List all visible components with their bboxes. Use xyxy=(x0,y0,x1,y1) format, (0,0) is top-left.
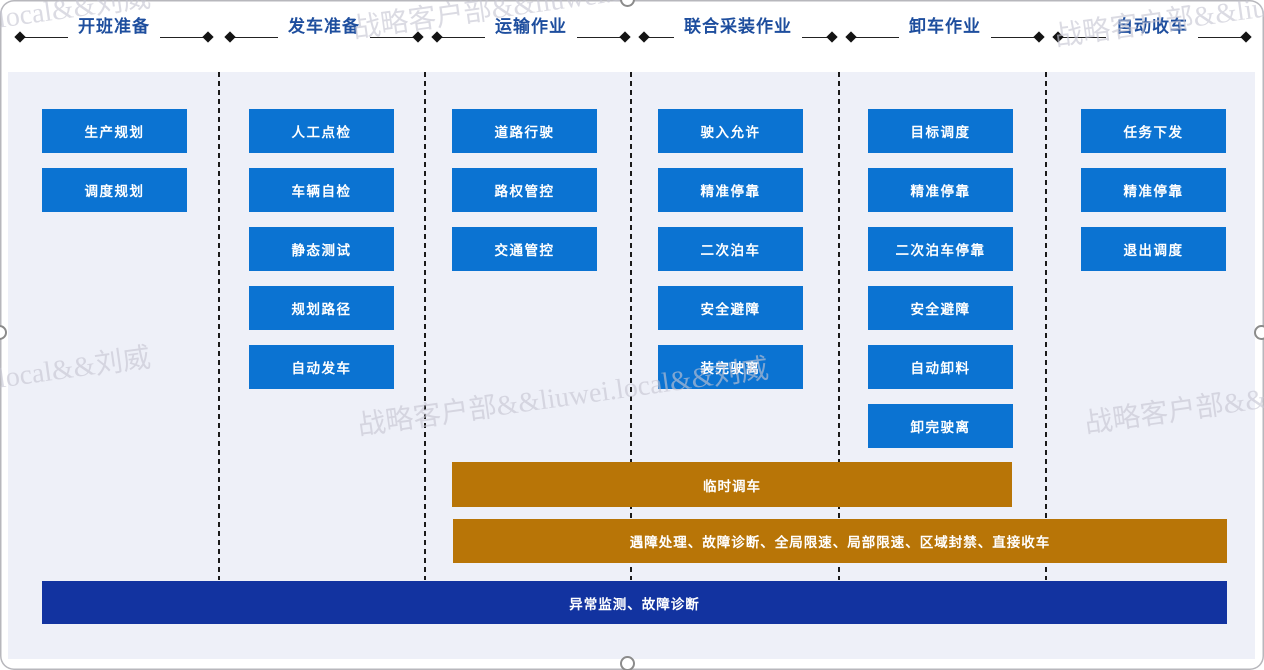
task-box[interactable]: 调度规划 xyxy=(42,168,187,212)
diamond-icon xyxy=(638,31,650,43)
phase-column-shift-prep: 生产规划 调度规划 xyxy=(42,109,187,227)
phase-title: 发车准备 xyxy=(288,16,360,36)
phase-title: 开班准备 xyxy=(78,16,150,36)
header-line xyxy=(577,36,621,38)
task-box[interactable]: 精准停靠 xyxy=(868,168,1013,212)
task-box[interactable]: 安全避障 xyxy=(868,286,1013,330)
resize-handle-bottom[interactable] xyxy=(620,656,635,670)
task-box[interactable]: 任务下发 xyxy=(1081,109,1226,153)
exception-handling-bar[interactable]: 遇障处理、故障诊断、全局限速、局部限速、区域封禁、直接收车 xyxy=(453,519,1227,563)
resize-handle-left[interactable] xyxy=(0,325,7,340)
header-line xyxy=(24,36,68,38)
resize-handle-right[interactable] xyxy=(1254,325,1264,340)
phase-title: 联合采装作业 xyxy=(684,16,792,36)
column-divider xyxy=(838,72,840,580)
phase-header-transport: 运输作业 xyxy=(431,16,631,56)
task-box[interactable]: 精准停靠 xyxy=(658,168,803,212)
phase-header-auto-return: 自动收车 xyxy=(1052,16,1252,56)
phase-header-unloading: 卸车作业 xyxy=(845,16,1045,56)
task-box[interactable]: 退出调度 xyxy=(1081,227,1226,271)
diamond-icon xyxy=(14,31,26,43)
header-line xyxy=(991,36,1035,38)
header-line xyxy=(370,36,414,38)
phase-header-joint-loading: 联合采装作业 xyxy=(638,16,838,56)
task-box[interactable]: 车辆自检 xyxy=(249,168,394,212)
header-line xyxy=(441,36,485,38)
phase-column-joint-loading: 驶入允许 精准停靠 二次泊车 安全避障 装完驶离 xyxy=(658,109,803,404)
task-box[interactable]: 生产规划 xyxy=(42,109,187,153)
header-line xyxy=(648,36,674,38)
task-box[interactable]: 静态测试 xyxy=(249,227,394,271)
diamond-icon xyxy=(619,31,631,43)
phase-column-transport: 道路行驶 路权管控 交通管控 xyxy=(452,109,597,286)
task-box[interactable]: 装完驶离 xyxy=(658,345,803,389)
task-box[interactable]: 规划路径 xyxy=(249,286,394,330)
task-box[interactable]: 二次泊车 xyxy=(658,227,803,271)
diamond-icon xyxy=(431,31,443,43)
phase-header-shift-prep: 开班准备 xyxy=(14,16,214,56)
temp-dispatch-bar[interactable]: 临时调车 xyxy=(452,462,1012,507)
header-line xyxy=(1062,36,1106,38)
task-box[interactable]: 道路行驶 xyxy=(452,109,597,153)
task-box[interactable]: 自动发车 xyxy=(249,345,394,389)
diamond-icon xyxy=(845,31,857,43)
resize-handle-top[interactable] xyxy=(620,0,635,7)
column-divider xyxy=(424,72,426,580)
header-line xyxy=(234,36,278,38)
phase-column-departure-prep: 人工点检 车辆自检 静态测试 规划路径 自动发车 xyxy=(249,109,394,404)
diamond-icon xyxy=(202,31,214,43)
task-box[interactable]: 精准停靠 xyxy=(1081,168,1226,212)
phase-title: 运输作业 xyxy=(495,16,567,36)
diamond-icon xyxy=(412,31,424,43)
phase-title: 自动收车 xyxy=(1116,16,1188,36)
task-box[interactable]: 自动卸料 xyxy=(868,345,1013,389)
diamond-icon xyxy=(1052,31,1064,43)
phase-column-auto-return: 任务下发 精准停靠 退出调度 xyxy=(1081,109,1226,286)
task-box[interactable]: 人工点检 xyxy=(249,109,394,153)
task-box[interactable]: 路权管控 xyxy=(452,168,597,212)
column-divider xyxy=(630,72,632,580)
header-line xyxy=(1198,36,1242,38)
task-box[interactable]: 安全避障 xyxy=(658,286,803,330)
task-box[interactable]: 卸完驶离 xyxy=(868,404,1013,448)
diamond-icon xyxy=(826,31,838,43)
column-divider xyxy=(1045,72,1047,580)
phase-header-departure-prep: 发车准备 xyxy=(224,16,424,56)
task-box[interactable]: 二次泊车停靠 xyxy=(868,227,1013,271)
header-line xyxy=(160,36,204,38)
anomaly-monitoring-bar[interactable]: 异常监测、故障诊断 xyxy=(42,581,1227,624)
phase-title: 卸车作业 xyxy=(909,16,981,36)
task-box[interactable]: 交通管控 xyxy=(452,227,597,271)
column-divider xyxy=(218,72,220,580)
task-box[interactable]: 驶入允许 xyxy=(658,109,803,153)
task-box[interactable]: 目标调度 xyxy=(868,109,1013,153)
diamond-icon xyxy=(1033,31,1045,43)
diamond-icon xyxy=(1240,31,1252,43)
phase-column-unloading: 目标调度 精准停靠 二次泊车停靠 安全避障 自动卸料 卸完驶离 xyxy=(868,109,1013,463)
header-line xyxy=(802,36,828,38)
diamond-icon xyxy=(224,31,236,43)
header-line xyxy=(855,36,899,38)
